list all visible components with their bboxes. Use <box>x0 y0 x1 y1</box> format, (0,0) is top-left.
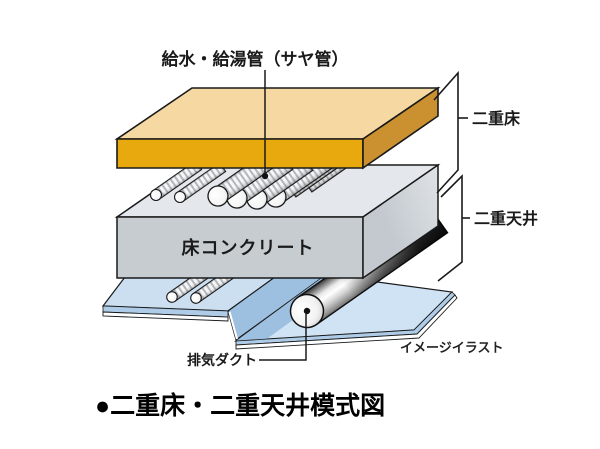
ceiling-lower-edge-white <box>235 294 458 350</box>
duct-pointer-dot <box>303 307 311 315</box>
duct-leader-line <box>259 314 307 361</box>
double-floor-bracket <box>433 70 459 194</box>
ceiling-panel <box>101 276 458 350</box>
supply-pipe-label: 給水・給湯管（サヤ管） <box>162 49 349 69</box>
exhaust-duct-label: 排気ダクト <box>187 352 257 368</box>
figure-caption: ●二重床・二重天井模式図 <box>95 391 385 420</box>
double-floor-label: 二重床 <box>472 109 521 128</box>
annotations <box>259 70 307 361</box>
double-ceiling-label: 二重天井 <box>474 209 538 228</box>
sheath-pipe <box>173 162 227 204</box>
image-illustration-note: イメージイラスト <box>400 340 503 355</box>
double-ceiling-bracket <box>437 174 463 282</box>
slab-right-face <box>362 163 439 280</box>
sheath-pipe <box>149 160 203 202</box>
ceiling-upper-edge-white <box>102 311 229 322</box>
floor-panel-front-face <box>116 138 364 169</box>
floor-panel-right-face <box>362 86 439 170</box>
ceiling-step-highlight <box>228 311 239 340</box>
brackets <box>433 70 470 282</box>
supply-pipe-pointer-dot <box>261 172 269 180</box>
concrete-label: 床コンクリート <box>182 237 315 258</box>
floor-panel <box>114 86 441 170</box>
